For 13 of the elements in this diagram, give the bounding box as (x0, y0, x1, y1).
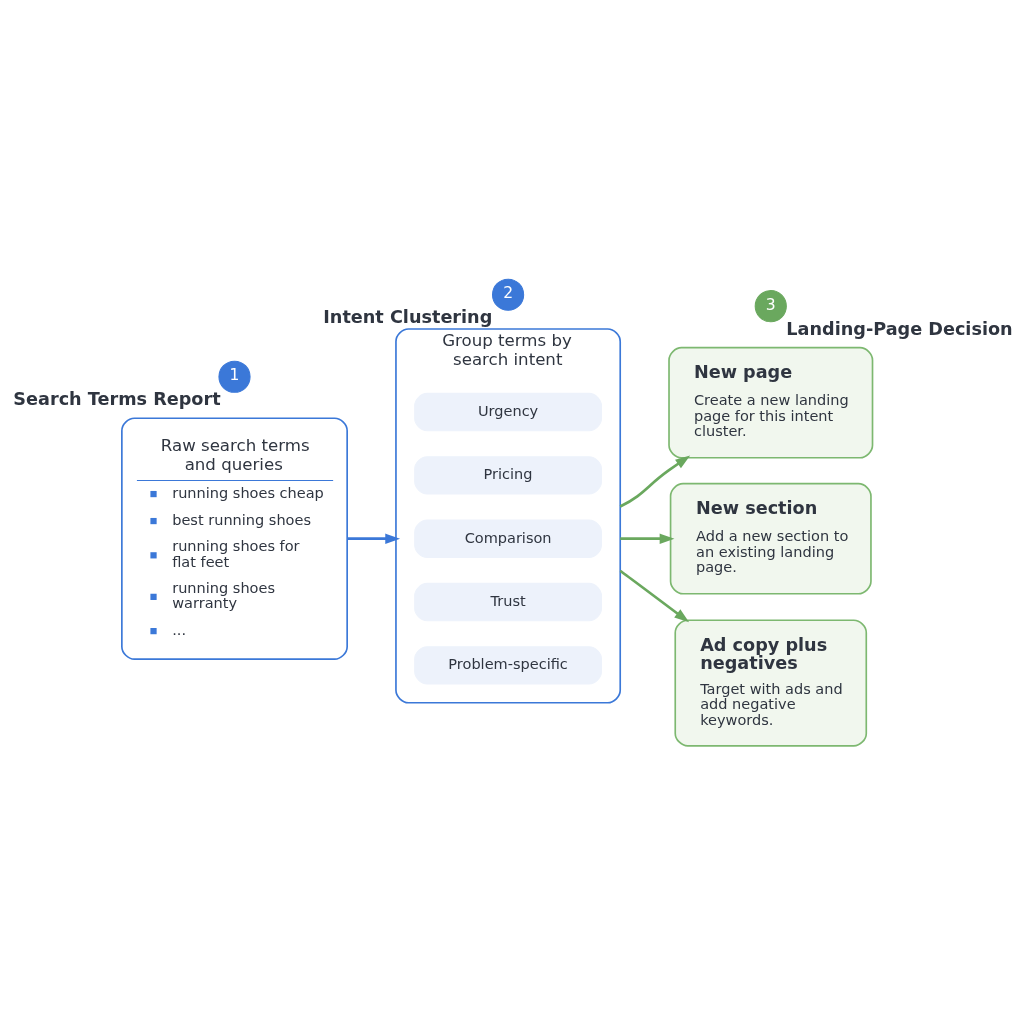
node-label: Intent Clustering (322, 306, 492, 327)
arrow (619, 454, 690, 508)
arrow (619, 533, 674, 544)
arrow (347, 533, 400, 544)
node-circle: 1 (217, 360, 251, 393)
node-label: Landing-Page Decision (785, 318, 1013, 339)
node-box: Raw search terms and queries running shoes cheap best running shoes running shoes for flat feet running shoes warranty ... (120, 416, 348, 660)
node-box: Ad copy plus negatives Target with ads and add negative keywords. (673, 618, 867, 747)
node-circle: 3 (754, 289, 787, 322)
arrow (618, 569, 689, 622)
node-circle: 2 (491, 278, 524, 311)
node-box: New page Create a new landing page for this intent cluster. (667, 346, 873, 459)
node-box: New section Add a new section to an existing landing page. (669, 482, 872, 595)
